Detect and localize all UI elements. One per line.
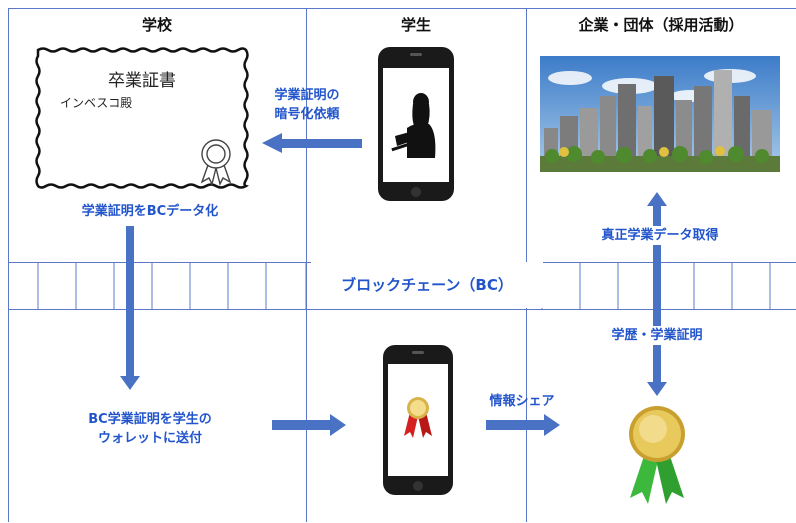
arrow-down-certificate (647, 230, 667, 396)
diploma-frame-icon (35, 47, 249, 189)
share-info-label: 情報シェア (489, 394, 555, 409)
diploma-recipient: インベスコ殿 (60, 96, 133, 110)
arrow-school-down (120, 226, 140, 390)
city-skyline-image (540, 56, 780, 172)
arrow-send-wallet (272, 414, 346, 436)
encrypt-request-label: 学業証明の 暗号化依頼 (252, 86, 362, 124)
blockchain-label-box (311, 262, 543, 308)
encrypt-request-line-1: 学業証明の (274, 88, 340, 103)
smartphone-icon (378, 47, 454, 201)
award-medal (620, 402, 694, 506)
column-header-school: 学校 (141, 16, 172, 34)
convert-to-bc-label: 学業証明をBCデータ化 (81, 204, 219, 219)
top-border (8, 8, 796, 9)
send-to-wallet-label: BC学業証明を学生の ウォレットに送付 (50, 410, 250, 448)
student-phone-top (377, 46, 455, 202)
arrow-encrypt-request (262, 133, 362, 153)
diploma-title: 卒業証書 (108, 71, 176, 91)
column-header-company: 企業・団体（採用活動） (578, 16, 744, 34)
arrow-up-company (647, 192, 667, 250)
column-header-student: 学生 (400, 16, 431, 34)
award-medal-icon (629, 406, 685, 504)
send-wallet-line-2: ウォレットに送付 (97, 431, 202, 446)
encrypt-request-line-2: 暗号化依頼 (274, 107, 340, 122)
academic-certificate-label: 学歴・学業証明 (582, 326, 732, 345)
arrow-share (486, 414, 560, 436)
award-ribbon-icon (404, 397, 432, 438)
student-phone-bottom (382, 344, 454, 496)
get-verified-data-label: 真正学業データ取得 (570, 226, 750, 245)
smartphone-icon (383, 345, 453, 495)
blockchain-label: ブロックチェーン（BC） (341, 276, 513, 294)
send-wallet-line-1: BC学業証明を学生の (88, 412, 212, 427)
divider-left (8, 8, 9, 522)
city-skyline-icon (540, 56, 780, 172)
diploma-certificate: 卒業証書 インベスコ殿 (34, 46, 250, 190)
